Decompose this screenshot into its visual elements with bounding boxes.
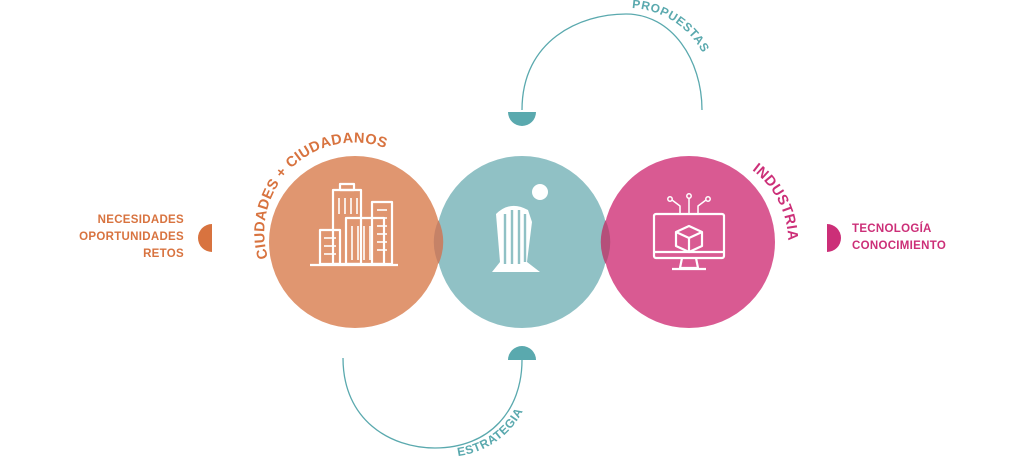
monitor-cube-icon: [652, 193, 726, 271]
harp-logo-icon: [492, 184, 548, 272]
left-side-line: RETOS: [143, 248, 184, 260]
bottom-half-marker: [508, 346, 536, 360]
top-half-marker: [508, 112, 536, 126]
overlap-right-lens: [600, 220, 611, 264]
right-side-line: TECNOLOGÍA: [852, 223, 932, 235]
bottom-flow-arc: [342, 357, 523, 449]
left-side-line: NECESIDADES: [97, 214, 184, 226]
left-side-list: NECESIDADES OPORTUNIDADES RETOS: [60, 212, 184, 263]
right-side-list: TECNOLOGÍA CONOCIMIENTO: [852, 221, 946, 255]
right-side-line: CONOCIMIENTO: [852, 240, 947, 252]
right-half-marker: [827, 224, 841, 252]
city-circle: [269, 156, 441, 328]
overlap-left-lens: [433, 220, 444, 264]
top-flow-arc: [521, 13, 703, 111]
left-side-line: OPORTUNIDADES: [79, 231, 184, 243]
top-flow-label: PROPUESTAS: [632, 0, 713, 55]
left-half-marker: [198, 224, 212, 252]
city-buildings-icon: [310, 182, 398, 267]
bottom-flow-label: ESTRATEGIA: [456, 405, 526, 459]
